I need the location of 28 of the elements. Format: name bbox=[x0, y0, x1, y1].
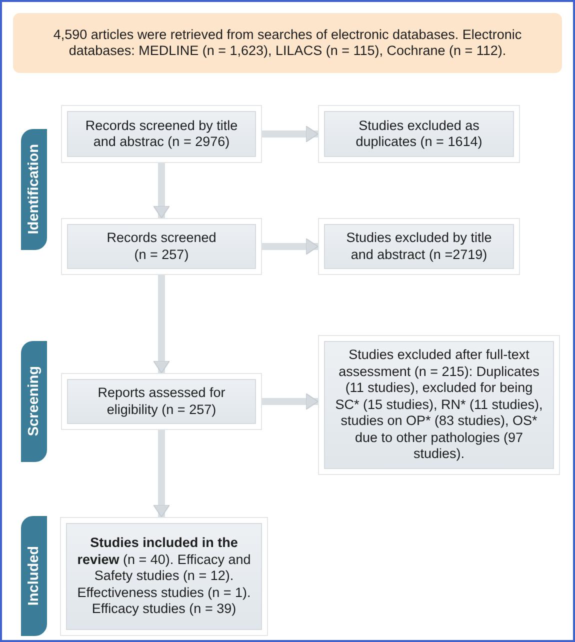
phase-tab bbox=[21, 341, 47, 462]
arrow bbox=[153, 163, 170, 218]
phase-label: Identification bbox=[26, 144, 42, 235]
box-text: Studies excluded as duplicates (n = 1614) bbox=[354, 118, 484, 150]
arrow bbox=[153, 430, 170, 518]
phase-label: Included bbox=[26, 546, 42, 606]
box-text: Reports assessed for eligibility (n = 257) bbox=[96, 385, 226, 418]
box-text: Records screened by title and abstrac (n = 2976) bbox=[84, 118, 239, 150]
box-text: Studies excluded by title and abstract (n =2719) bbox=[345, 230, 493, 263]
arrow bbox=[262, 393, 318, 410]
process-box bbox=[61, 105, 262, 163]
process-box bbox=[318, 335, 560, 475]
box-text: Records screened (n = 257) bbox=[106, 230, 218, 263]
phase-label: Screening bbox=[26, 366, 42, 437]
box-text: Studies excluded after full-text assessment (n = 215): Duplicates (11 studies), excluded for being SC* (15 studies), RN* (11 studies), studies on OP* (83 studies), OS* due to other pathologies (97 studies). bbox=[334, 347, 544, 463]
process-box bbox=[61, 373, 262, 430]
arrow bbox=[262, 126, 318, 142]
phase-tab bbox=[21, 516, 47, 636]
process-box bbox=[61, 218, 262, 275]
process-box bbox=[60, 517, 268, 636]
process-box bbox=[318, 218, 520, 275]
box-text: Studies included in the review (n = 40). Efficacy and Safety studies (n = 12). Effectiveness studies (n = 1). Efficacy studies (n = 39) bbox=[77, 535, 251, 618]
arrow bbox=[262, 238, 318, 255]
arrow bbox=[153, 275, 170, 374]
process-box bbox=[318, 105, 520, 163]
phase-tab bbox=[21, 129, 47, 250]
note-box bbox=[13, 13, 562, 73]
note-text: 4,590 articles were retrieved from searches of electronic databases. Electronic databases: MEDLINE (n = 1,623), LILACS (n = 115), Cochrane (n = 112). bbox=[52, 26, 523, 60]
